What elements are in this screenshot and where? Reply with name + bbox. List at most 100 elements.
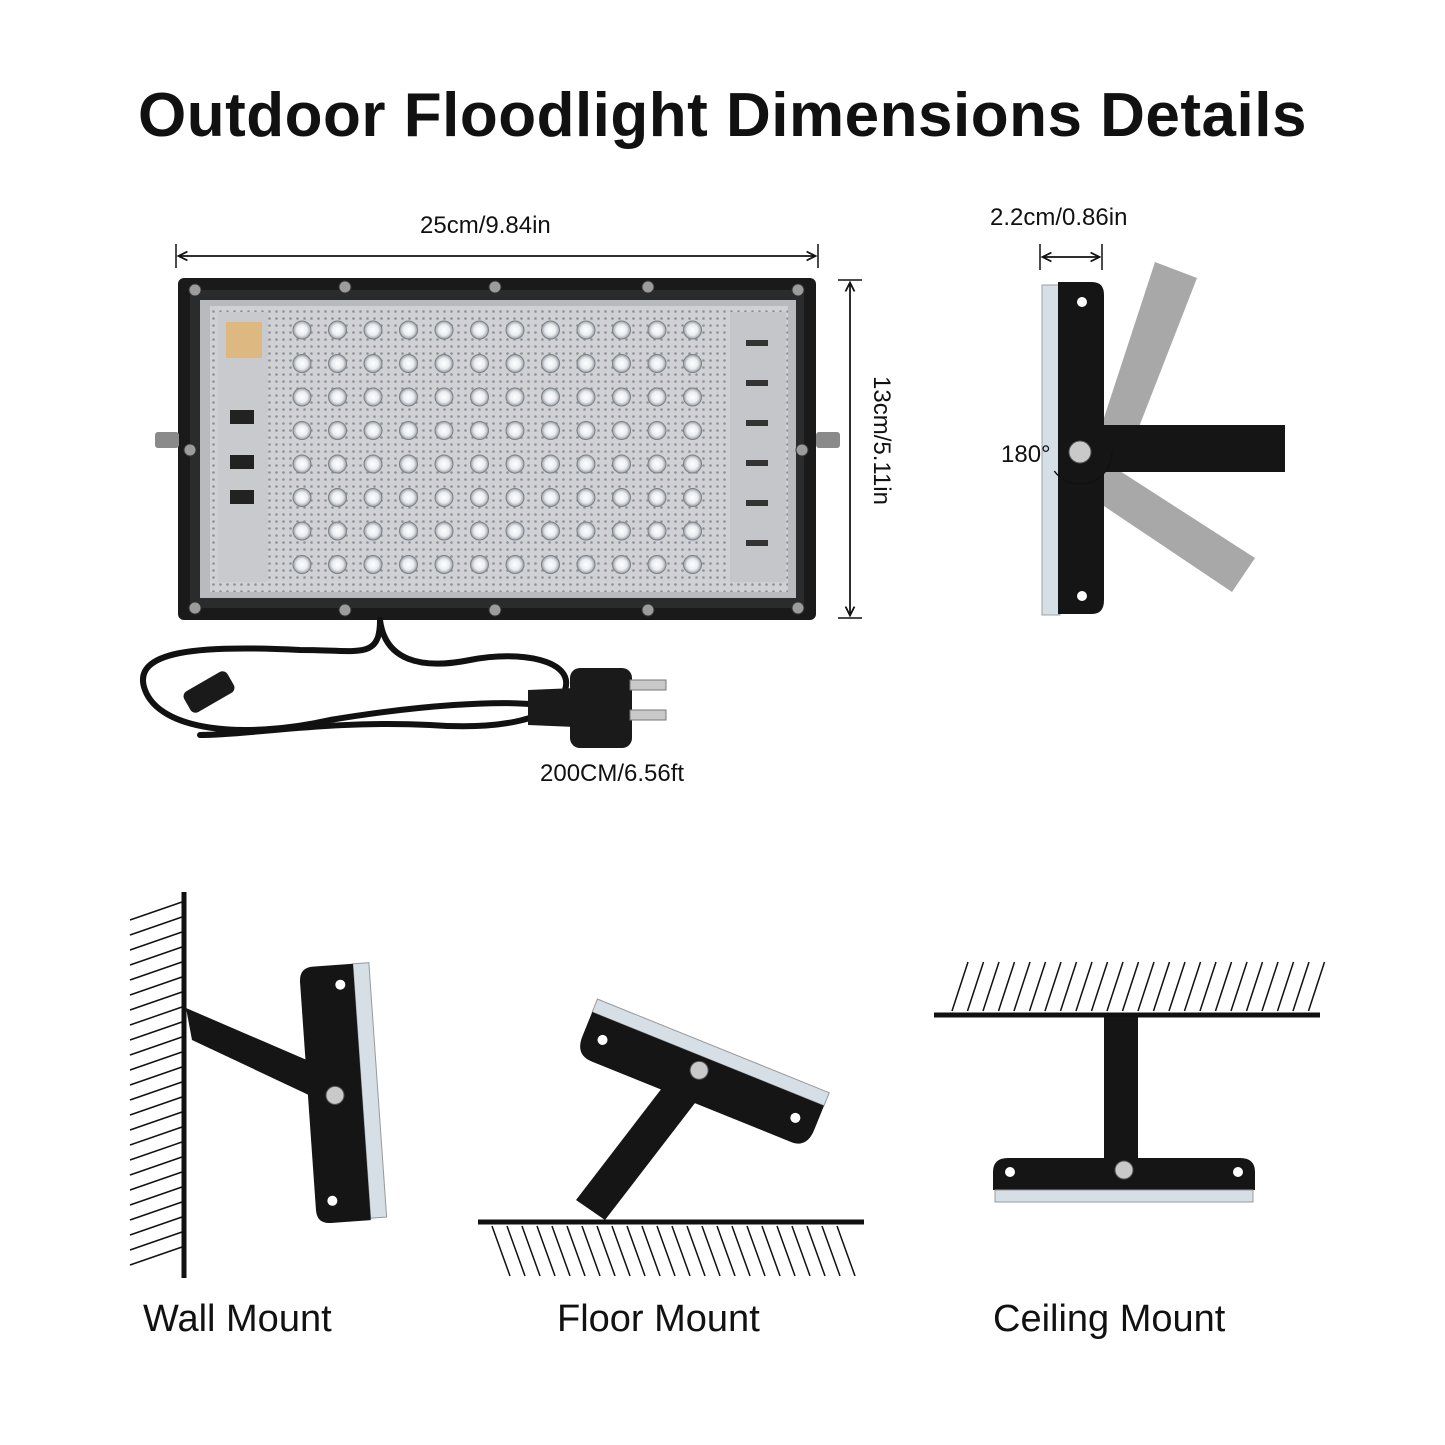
led-chip	[399, 320, 418, 340]
hatch-line	[1199, 961, 1217, 1012]
height-dimension-line	[838, 279, 862, 619]
led-grid	[292, 320, 702, 574]
led-chip	[292, 387, 312, 407]
led-chip	[505, 555, 525, 574]
hatch-line	[1245, 961, 1264, 1012]
hatch-line	[129, 946, 183, 966]
led-chip	[328, 555, 347, 574]
width-label: 25cm/9.84in	[420, 212, 551, 239]
hatch-line	[761, 1225, 781, 1277]
hatch-line	[1044, 961, 1062, 1012]
led-chip	[541, 354, 560, 373]
led-chip	[541, 387, 560, 407]
led-chip	[612, 555, 631, 574]
hatch-line	[1059, 961, 1078, 1012]
hatch-line	[596, 1225, 616, 1277]
led-chip	[292, 555, 312, 574]
width-dimension-line	[175, 244, 819, 268]
led-chip	[328, 387, 347, 407]
hatch-line	[129, 1201, 183, 1221]
led-chip	[576, 454, 596, 474]
floor-mount-label: Floor Mount	[557, 1298, 760, 1340]
led-chip	[434, 521, 454, 541]
led-chip	[505, 488, 525, 507]
led-chip	[434, 488, 454, 507]
led-chip	[470, 354, 489, 373]
led-chip	[612, 320, 631, 340]
led-chip	[612, 387, 631, 407]
hatch-line	[129, 1231, 183, 1251]
led-chip	[328, 421, 347, 440]
led-chip	[363, 354, 383, 373]
led-chip	[328, 320, 347, 340]
led-chip	[647, 320, 667, 340]
led-chip	[399, 387, 418, 407]
led-chip	[399, 488, 418, 507]
thickness-label: 2.2cm/0.86in	[990, 204, 1128, 231]
led-chip	[434, 421, 454, 440]
led-chip	[470, 454, 489, 474]
led-chip	[683, 488, 702, 507]
led-chip	[541, 320, 560, 340]
hatch-line	[581, 1225, 601, 1277]
led-chip	[292, 488, 312, 507]
hatch-line	[491, 1225, 511, 1277]
hatch-line	[611, 1225, 631, 1277]
led-chip	[541, 521, 560, 541]
led-chip	[470, 320, 489, 340]
hatch-line	[129, 961, 183, 981]
ceiling-mount-label: Ceiling Mount	[993, 1298, 1226, 1340]
hatch-line	[626, 1225, 646, 1277]
hatch-line	[1214, 961, 1233, 1012]
hatch-line	[129, 931, 183, 951]
led-chip	[328, 354, 347, 373]
hatch-line	[1261, 961, 1279, 1012]
led-chip	[612, 421, 631, 440]
led-chip	[292, 421, 312, 440]
led-chip	[647, 521, 667, 541]
wall-mount-diagram	[129, 892, 388, 1278]
led-chip	[363, 555, 383, 574]
led-chip	[647, 555, 667, 574]
led-chip	[647, 387, 667, 407]
hatch-line	[1028, 961, 1047, 1012]
led-chip	[434, 454, 454, 474]
led-chip	[363, 488, 383, 507]
hatch-line	[1168, 961, 1186, 1012]
floodlight-front-view	[155, 278, 840, 620]
led-chip	[612, 488, 631, 507]
hatch-line	[746, 1225, 766, 1277]
led-chip	[505, 454, 525, 474]
led-chip	[505, 421, 525, 440]
hatch-line	[1276, 961, 1295, 1012]
led-chip	[541, 421, 560, 440]
led-chip	[434, 354, 454, 373]
led-chip	[683, 521, 702, 541]
hatch-line	[129, 901, 183, 921]
hatch-line	[129, 1186, 183, 1206]
hatch-line	[836, 1225, 856, 1277]
led-chip	[363, 320, 383, 340]
ceiling-mount-diagram	[934, 961, 1326, 1203]
led-chip	[292, 320, 312, 340]
led-chip	[612, 354, 631, 373]
hatch-line	[671, 1225, 691, 1277]
led-chip	[292, 454, 312, 474]
hatch-line	[1137, 961, 1155, 1012]
led-chip	[683, 387, 702, 407]
hatch-line	[129, 1156, 183, 1176]
led-chip	[470, 488, 489, 507]
led-chip	[292, 354, 312, 373]
led-chip	[434, 320, 454, 340]
hatch-line	[129, 1216, 183, 1236]
rotation-label: 180°	[1001, 441, 1051, 468]
hatch-line	[776, 1225, 796, 1277]
floor-mount-diagram	[478, 998, 864, 1277]
led-chip	[541, 555, 560, 574]
led-chip	[363, 521, 383, 541]
led-chip	[576, 387, 596, 407]
led-chip	[683, 454, 702, 474]
led-chip	[505, 521, 525, 541]
hatch-line	[506, 1225, 526, 1277]
